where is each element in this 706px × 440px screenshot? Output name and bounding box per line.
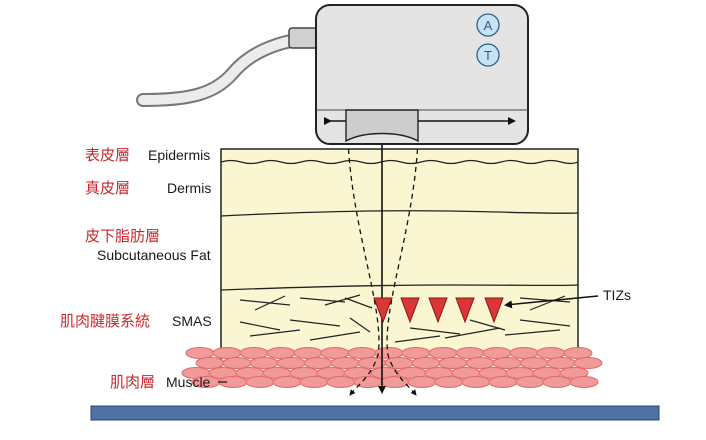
muscle-fiber: [276, 357, 306, 369]
muscle-fiber: [407, 376, 437, 388]
muscle-fiber: [488, 376, 518, 388]
muscle-fiber: [185, 347, 215, 359]
muscle-fiber: [411, 357, 441, 369]
smas-fibers: [239, 294, 571, 343]
fat-boundary: [220, 284, 579, 291]
muscle-fiber: [428, 347, 458, 359]
muscle-fiber: [455, 347, 485, 359]
tiz-triangle: [428, 297, 448, 324]
muscle-fiber: [212, 347, 242, 359]
muscle-fiber: [536, 347, 566, 359]
label-muscle-zh: 肌肉層: [110, 373, 155, 391]
label-epidermis-en: Epidermis: [148, 147, 210, 163]
muscle-fiber: [266, 347, 296, 359]
button-a[interactable]: A: [476, 13, 500, 37]
muscle-fiber: [384, 357, 414, 369]
button-t-label: T: [484, 48, 492, 63]
transducer-device: A T: [315, 4, 529, 145]
label-muscle-en: Muscle: [166, 374, 211, 390]
muscle-fiber: [482, 347, 512, 359]
transducer-window: [345, 109, 419, 143]
muscle-fiber: [573, 357, 603, 369]
button-a-label: A: [484, 18, 493, 33]
muscle-fiber: [303, 357, 333, 369]
tizs-pointer: [504, 295, 599, 309]
muscle-fiber: [509, 347, 539, 359]
muscle-fiber: [465, 357, 495, 369]
cable-connector: [288, 27, 320, 49]
label-smas-en: SMAS: [172, 313, 212, 329]
dermis-boundary: [220, 210, 579, 217]
muscle-fiber: [380, 376, 410, 388]
muscle-fiber: [320, 347, 350, 359]
muscle-fiber: [492, 357, 522, 369]
tiz-markers: [373, 297, 504, 324]
tiz-triangle: [373, 297, 393, 324]
tiz-triangle: [400, 297, 420, 324]
muscle-fiber: [330, 357, 360, 369]
label-smas-zh: 肌肉腱膜系統: [60, 312, 150, 330]
muscle-fiber: [569, 376, 599, 388]
muscle-fiber: [542, 376, 572, 388]
muscle-fiber: [546, 357, 576, 369]
label-dermis-zh: 真皮層: [85, 179, 130, 197]
label-dermis-en: Dermis: [167, 180, 211, 196]
muscle-fiber: [272, 376, 302, 388]
muscle-fiber: [249, 357, 279, 369]
base-bar: [90, 405, 660, 421]
device-body: [315, 4, 529, 145]
muscle-fiber: [438, 357, 468, 369]
muscle-fiber: [461, 376, 491, 388]
muscle-fiber: [326, 376, 356, 388]
muscle-layer: [181, 347, 603, 388]
muscle-fiber: [519, 357, 549, 369]
label-epidermis-zh: 表皮層: [85, 146, 130, 164]
button-t[interactable]: T: [476, 43, 500, 67]
muscle-fiber: [293, 347, 323, 359]
muscle-fiber: [195, 357, 225, 369]
skin-block: [220, 148, 579, 382]
muscle-fiber: [401, 347, 431, 359]
tiz-triangle: [455, 297, 475, 324]
muscle-fiber: [347, 347, 377, 359]
muscle-fiber: [239, 347, 269, 359]
ultrasound-beam: [347, 139, 419, 396]
muscle-fiber: [434, 376, 464, 388]
label-fat-zh: 皮下脂肪層: [85, 227, 160, 245]
muscle-fiber: [222, 357, 252, 369]
muscle-fiber: [515, 376, 545, 388]
tizs-label: TIZs: [603, 287, 631, 303]
muscle-fiber: [299, 376, 329, 388]
muscle-fiber: [245, 376, 275, 388]
epidermis-boundary: [220, 159, 579, 165]
layer-labels: 表皮層 Epidermis 真皮層 Dermis 皮下脂肪層 Subcutane…: [60, 146, 227, 391]
label-fat-en: Subcutaneous Fat: [97, 247, 211, 263]
muscle-fiber: [563, 347, 593, 359]
tiz-triangle: [484, 297, 504, 324]
